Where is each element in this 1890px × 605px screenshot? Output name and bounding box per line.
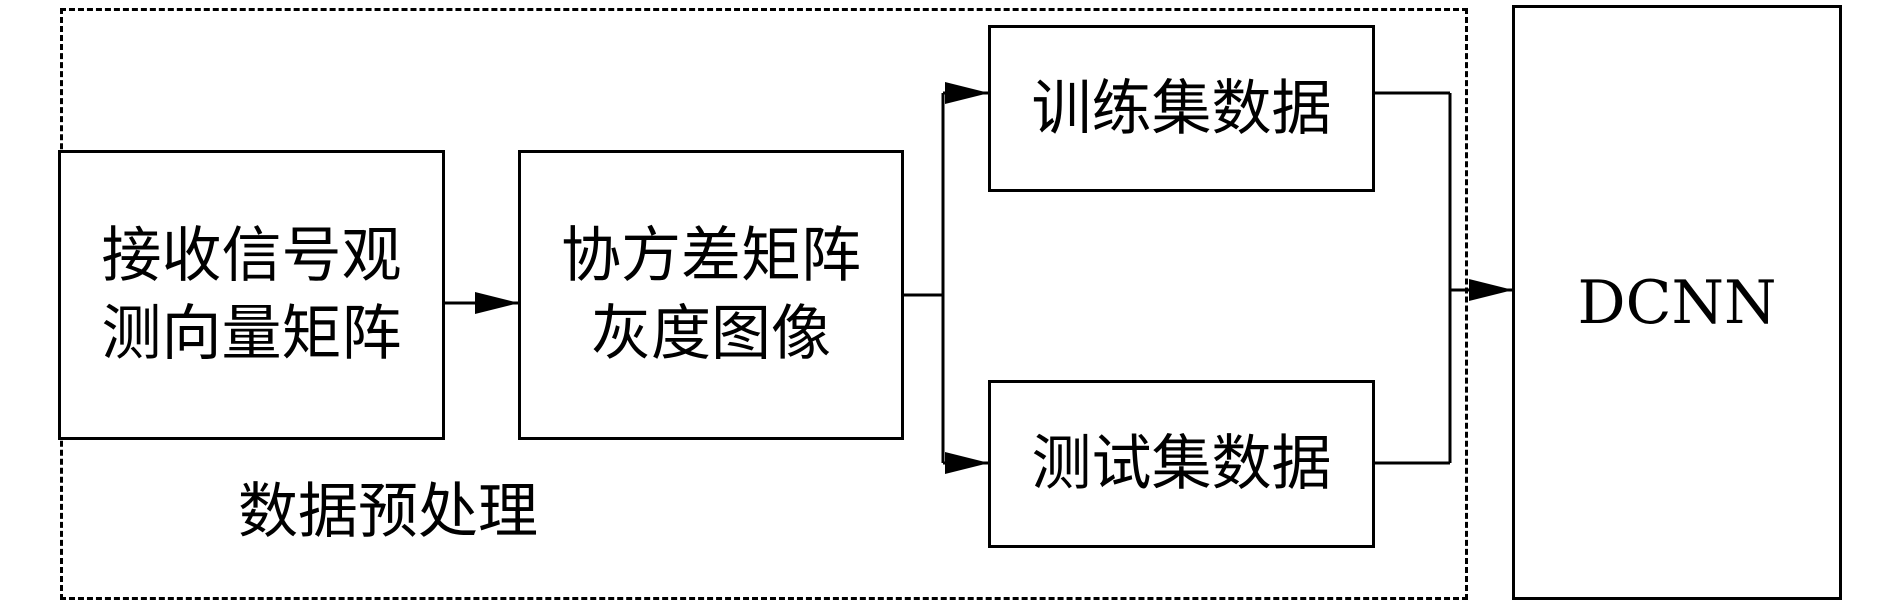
test-set-node: 测试集数据 xyxy=(988,380,1375,548)
training-set-node: 训练集数据 xyxy=(988,25,1375,192)
observation-node-line1: 接收信号观 xyxy=(101,221,402,291)
preprocessing-group-label: 数据预处理 xyxy=(238,477,538,547)
test-set-label: 测试集数据 xyxy=(1031,429,1332,499)
gray-image-node-line1: 协方差矩阵 xyxy=(561,221,861,291)
dcnn-label: DCNN xyxy=(1577,267,1777,338)
covariance-gray-image-node: 协方差矩阵 灰度图像 xyxy=(518,150,904,440)
observation-node-line2: 测向量矩阵 xyxy=(101,299,402,369)
gray-image-node-line2: 灰度图像 xyxy=(591,299,831,369)
observation-matrix-node: 接收信号观 测向量矩阵 xyxy=(58,150,445,440)
dcnn-node: DCNN xyxy=(1512,5,1842,600)
training-set-label: 训练集数据 xyxy=(1031,73,1332,144)
